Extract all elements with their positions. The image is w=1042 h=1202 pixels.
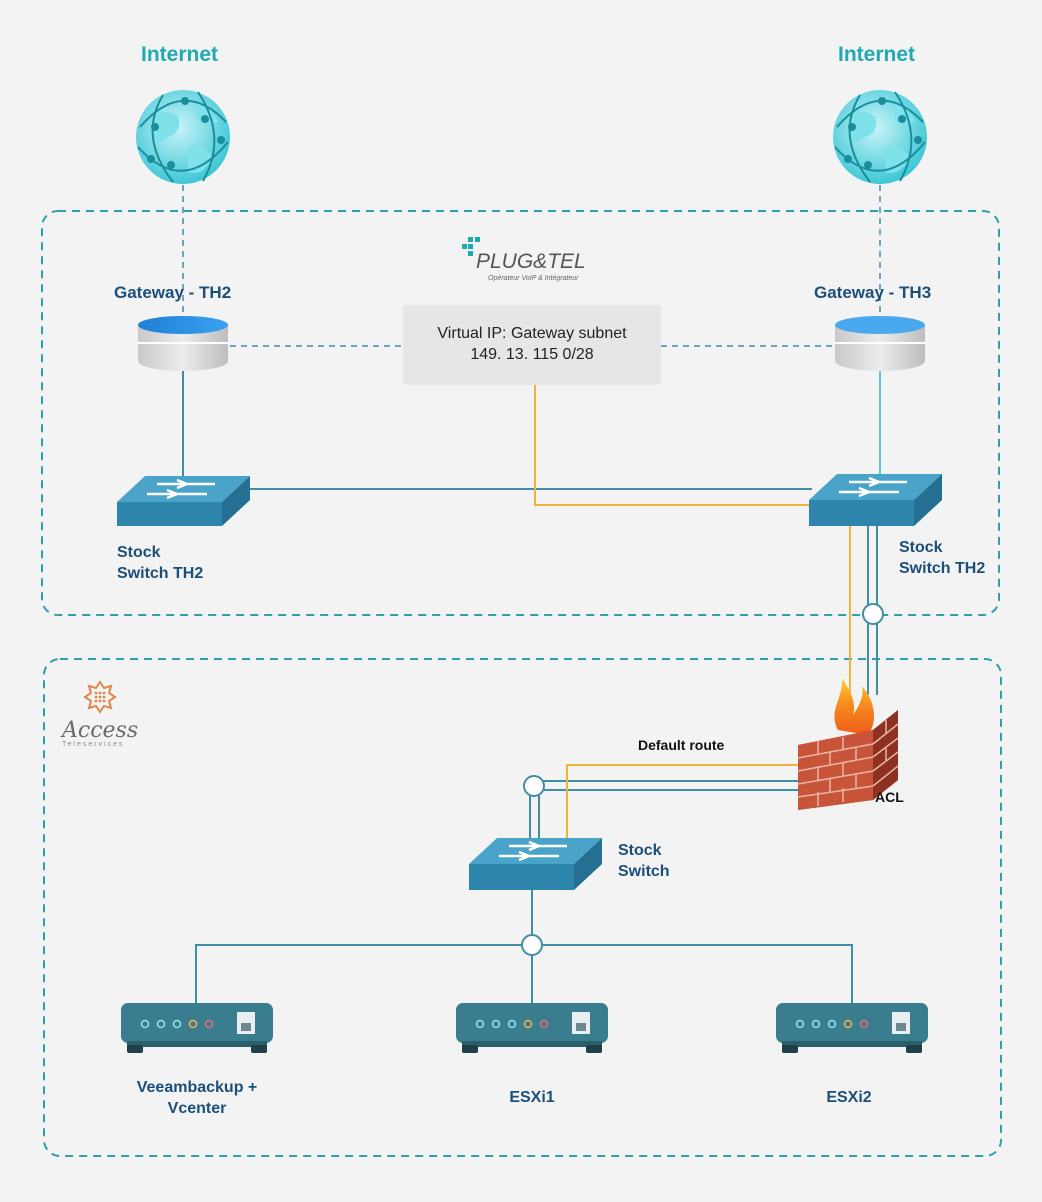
server-icon	[456, 1003, 608, 1053]
switch-right-label: Stock Switch TH2	[899, 537, 985, 579]
default-route-label: Default route	[638, 737, 725, 753]
access-logo-icon	[83, 680, 117, 714]
internet-label-left: Internet	[141, 43, 219, 66]
plugtel-logo-text: PLUG&TEL	[476, 250, 586, 273]
plugtel-tagline: Opérateur VoIP & Intégrateur	[488, 275, 579, 282]
device-veeam-line2: Vcenter	[167, 1100, 227, 1117]
junction-mid	[523, 775, 545, 797]
server-icon	[121, 1003, 273, 1053]
device-esxi2-line1: ESXi2	[826, 1089, 872, 1106]
link-fw-switch-2	[538, 789, 800, 840]
globe-icon	[136, 90, 230, 184]
internet-label-right: Internet	[838, 43, 916, 66]
plugtel-logo-icon	[462, 237, 480, 256]
device-label-esxi1: ESXi1	[452, 1087, 612, 1108]
access-tagline: Teleservices	[62, 741, 125, 748]
device-veeam-line1: Veeambackup +	[136, 1079, 258, 1096]
switch-right-line1: Stock	[899, 539, 943, 556]
link-bus	[195, 944, 853, 1005]
stock-switch-line1: Stock	[618, 842, 662, 859]
virtual-ip-box: Virtual IP: Gateway subnet 149. 13. 115 …	[403, 305, 661, 385]
bottom-zone-border	[43, 658, 1002, 1157]
stock-switch-line2: Switch	[618, 863, 670, 880]
device-label-veeam: Veeambackup + Vcenter	[117, 1077, 277, 1119]
gateway-icon	[138, 316, 228, 371]
junction-top	[862, 603, 884, 625]
globe-icon	[833, 90, 927, 184]
switch-left-line2: Switch TH2	[117, 565, 204, 582]
switch-icon	[469, 838, 602, 890]
server-icon	[776, 1003, 928, 1053]
switch-icon	[809, 474, 942, 526]
top-zone-border	[41, 210, 1000, 616]
stock-switch-label: Stock Switch	[618, 840, 670, 882]
firewall-icon	[797, 678, 899, 810]
virtual-ip-line1: Virtual IP: Gateway subnet	[437, 325, 627, 342]
access-logo-text: Access	[60, 718, 138, 743]
switch-left-line1: Stock	[117, 544, 161, 561]
device-label-esxi2: ESXi2	[769, 1087, 929, 1108]
link-vip-route	[534, 385, 812, 506]
gateway-th3-label: Gateway - TH3	[814, 283, 932, 302]
virtual-ip-line2: 149. 13. 115 0/28	[470, 346, 594, 363]
device-esxi1-line1: ESXi1	[509, 1089, 555, 1106]
switch-icon	[117, 476, 250, 526]
switch-right-line2: Switch TH2	[899, 560, 986, 577]
link-default-route	[566, 764, 800, 840]
gateway-icon	[835, 316, 925, 371]
acl-label: ACL	[875, 789, 904, 805]
switch-left-label: Stock Switch TH2	[117, 542, 203, 584]
gateway-th2-label: Gateway - TH2	[114, 283, 232, 302]
junction-bottom	[521, 934, 543, 956]
